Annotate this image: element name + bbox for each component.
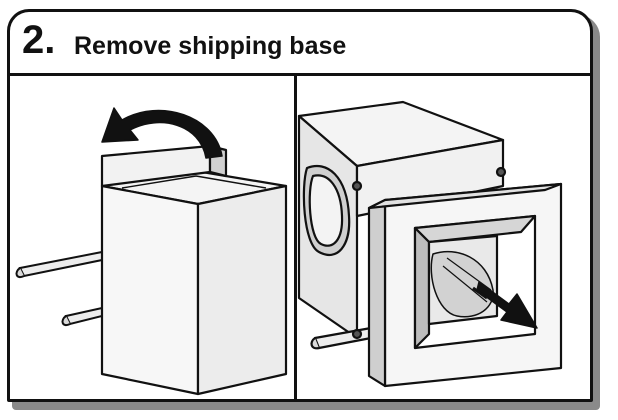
panel-dryer xyxy=(297,76,590,399)
shipping-base-frame-icon xyxy=(367,182,563,388)
shipping-rail-icon xyxy=(15,250,103,326)
instruction-card: 2. Remove shipping base xyxy=(7,9,593,402)
step-title: Remove shipping base xyxy=(74,32,347,60)
curved-arrow-icon xyxy=(101,107,223,159)
washer-illustration xyxy=(15,107,288,396)
washer-icon xyxy=(100,144,288,396)
panel-washer xyxy=(10,76,297,399)
step-number: 2. xyxy=(22,18,56,62)
step-header: 2. Remove shipping base xyxy=(10,12,590,76)
dryer-illustration xyxy=(297,100,563,388)
dryer-icon xyxy=(297,100,507,350)
pull-arrow-icon xyxy=(472,281,538,329)
